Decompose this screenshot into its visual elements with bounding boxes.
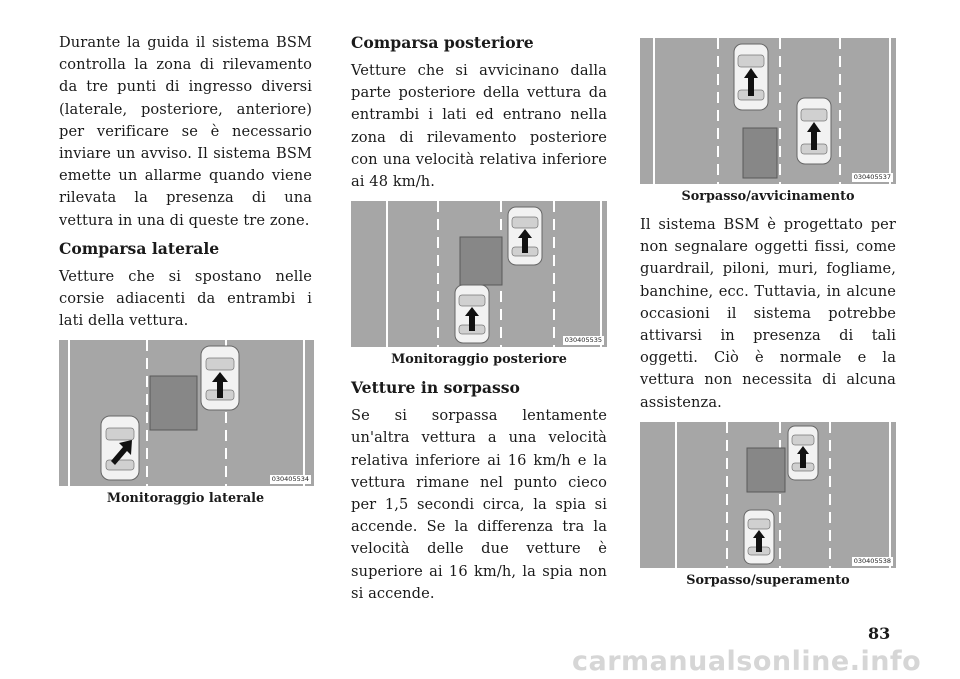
column-left: Durante la guida il sistema BSM controll… — [59, 32, 314, 516]
road-diagram-overtake — [640, 421, 896, 568]
caption-sorpasso-superamento: Sorpasso/superamento — [686, 572, 850, 588]
intro-paragraph: Durante la guida il sistema BSM controll… — [59, 34, 312, 229]
comparsa-posteriore-text: Vetture che si avvicinano dalla parte po… — [351, 62, 607, 191]
caption-sorpasso-avvicinamento: Sorpasso/avvicinamento — [681, 189, 855, 204]
heading-comparsa-posteriore: Comparsa posteriore — [351, 33, 534, 52]
column-middle: Comparsa posteriore Vetture che si avvic… — [351, 32, 607, 611]
heading-vetture-in-sorpasso: Vetture in sorpasso — [351, 378, 520, 398]
car-icon — [100, 415, 140, 481]
road-diagram-approach — [640, 38, 896, 184]
figure-code: 030405538 — [851, 556, 893, 566]
caption-monitoraggio-laterale: Monitoraggio laterale — [106, 491, 265, 507]
figure-code: 030405537 — [851, 173, 893, 182]
figure-sorpasso-avvicinamento: 030405537 — [640, 38, 896, 184]
car-icon — [733, 43, 769, 111]
figure-sorpasso-superamento: 030405538 — [640, 421, 896, 568]
road-diagram-lateral — [59, 340, 314, 487]
road-diagram-rear — [351, 201, 607, 348]
car-icon — [200, 345, 240, 411]
car-icon — [796, 97, 832, 165]
figure-monitoraggio-posteriore: 030405535 — [351, 201, 607, 348]
bsm-fixed-objects-text: Il sistema BSM è progettato per non segn… — [640, 216, 896, 411]
car-icon — [454, 284, 490, 344]
figure-code: 030405535 — [562, 336, 604, 346]
car-icon — [507, 206, 543, 266]
figure-code: 030405534 — [269, 475, 311, 485]
vetture-in-sorpasso-text: Se si sorpassa lentamente un'altra vettu… — [351, 407, 607, 602]
comparsa-laterale-text: Vetture che si spostano nelle corsie adi… — [59, 267, 312, 330]
car-icon — [787, 425, 819, 481]
caption-monitoraggio-posteriore: Monitoraggio posteriore — [391, 352, 567, 368]
watermark: carmanualsonline.info — [572, 646, 922, 677]
figure-monitoraggio-laterale: 030405534 — [59, 340, 314, 487]
heading-comparsa-laterale: Comparsa laterale — [59, 238, 220, 258]
page-number: 83 — [868, 624, 891, 643]
car-icon — [743, 509, 775, 565]
column-right: 030405537 Sorpasso/avvicinamento Il sist… — [640, 38, 896, 598]
